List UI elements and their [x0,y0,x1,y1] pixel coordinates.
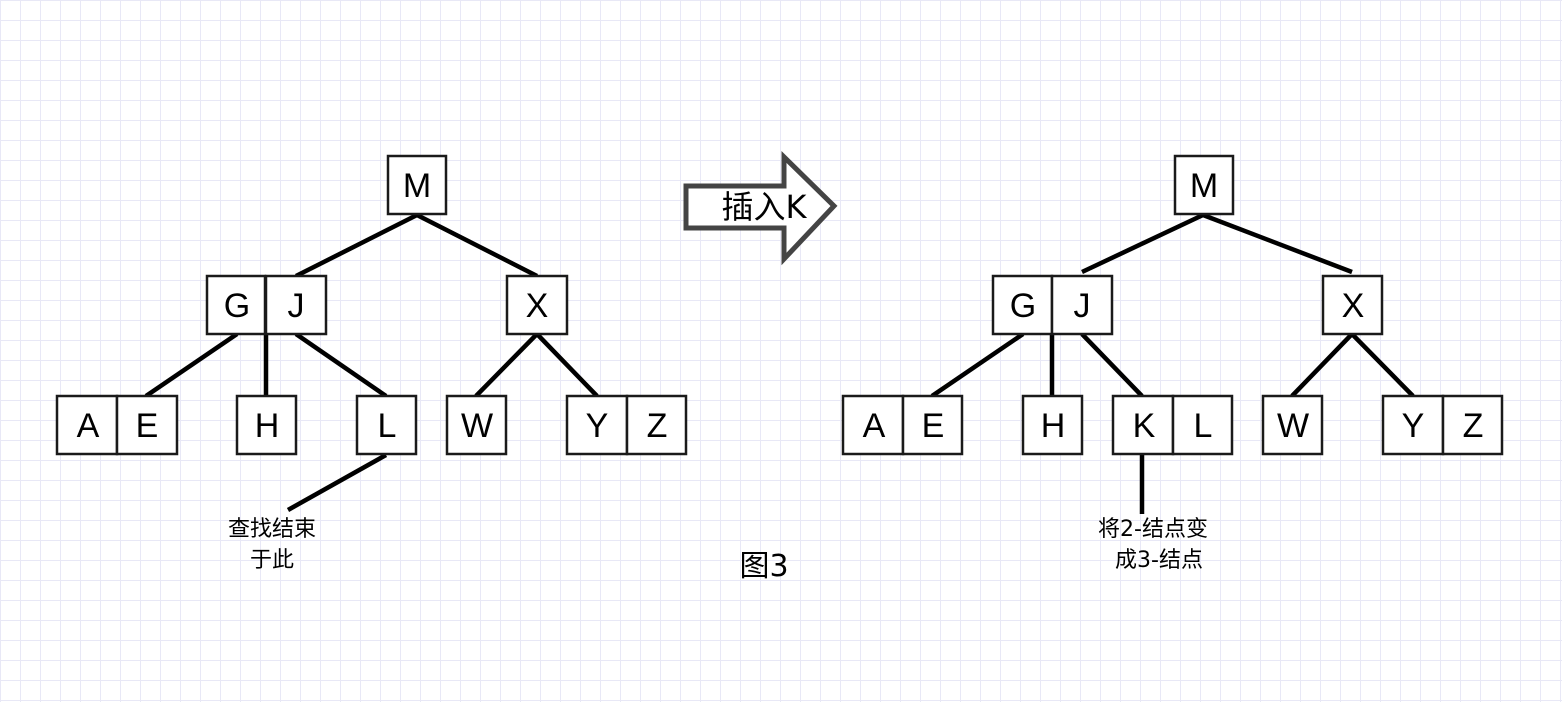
edge-gj-ae [144,332,239,398]
left-x-key: X [526,287,549,325]
right-ae-key-a: A [863,407,886,445]
right-gj-key-j: J [1074,287,1091,325]
right-gj-node: G J [991,274,1114,336]
left-note-line2: 于此 [250,548,294,573]
edge-r-x-yz [1350,332,1415,398]
left-yz-key-z: Z [647,407,668,445]
left-tree-edges [144,212,599,512]
left-gj-key-g: G [224,287,250,325]
right-x-node: X [1321,274,1384,336]
left-gj-key-j: J [288,287,305,325]
left-w-key: W [461,407,493,445]
left-x-node: X [505,274,569,336]
right-ae-key-e: E [922,407,945,445]
right-w-key: W [1277,407,1309,445]
left-ae-key-e: E [136,407,159,445]
right-w-node: W [1261,394,1324,456]
left-l-key: L [378,407,397,445]
right-yz-key-z: Z [1463,407,1484,445]
right-ae-node: A E [841,394,964,456]
edge-r-gj-kl [1080,332,1144,398]
left-h-key: H [255,407,280,445]
left-ae-node: A E [55,394,179,456]
left-yz-key-y: Y [586,407,609,445]
right-root-node: M [1173,154,1235,216]
right-root-key: M [1190,167,1218,205]
left-root-key: M [403,167,431,205]
right-h-node: H [1021,394,1084,456]
right-note-line2: 成3-结点 [1115,548,1203,573]
edge-r-gj-ae [930,332,1025,398]
left-root-node: M [386,154,448,216]
edge-m-gj [294,212,419,279]
right-tree-edges [930,212,1415,514]
edge-x-w [474,332,539,398]
right-kl-key-l: L [1194,407,1213,445]
edge-r-x-w [1290,332,1354,398]
edge-m-x [415,212,539,279]
left-h-node: H [235,394,298,456]
left-note-line1: 查找结束 [228,517,316,542]
right-yz-node: Y Z [1381,394,1504,456]
arrow-shape [683,151,838,266]
edge-x-yz [535,332,599,398]
arrow-label: 插入K [722,188,808,226]
edge-gj-l [294,332,388,398]
edge-r-m-x [1202,212,1353,275]
right-gj-key-g: G [1010,287,1036,325]
left-w-node: W [445,394,508,456]
edge-l-note [286,453,388,512]
left-yz-node: Y Z [565,394,688,456]
right-kl-key-k: K [1133,407,1156,445]
left-ae-key-a: A [77,407,100,445]
right-note-line1: 将2-结点变 [1098,517,1208,542]
figure-caption: 图3 [739,549,788,584]
right-kl-node: K L [1111,394,1234,456]
insert-arrow: 插入K [683,151,838,266]
left-l-node: L [355,394,418,456]
right-x-key: X [1342,287,1365,325]
right-h-key: H [1041,407,1066,445]
left-gj-node: G J [205,274,328,336]
edge-r-m-gj [1081,212,1204,275]
right-yz-key-y: Y [1402,407,1425,445]
